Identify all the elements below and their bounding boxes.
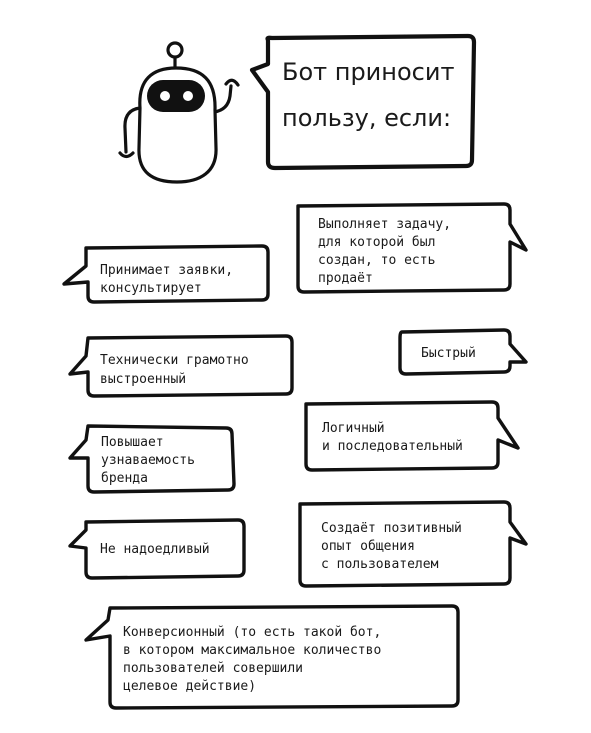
robot-left-arm xyxy=(118,106,142,159)
bubble-brand-line-1: Повышает xyxy=(101,435,164,450)
bubble-conversion-line-2: в котором максимальное количество xyxy=(123,643,381,658)
bubble-brand-line-3: бренда xyxy=(101,471,148,486)
bubble-consults: Принимает заявки, консультирует xyxy=(62,244,270,304)
bubble-conversion-outline xyxy=(84,604,460,710)
bubble-fast-line-1: Быстрый xyxy=(421,346,476,361)
bubble-sells-outline xyxy=(296,202,528,294)
robot-right-eye xyxy=(183,91,193,101)
bubble-sells-line-4: продаёт xyxy=(318,271,373,286)
robot-antenna-ball xyxy=(166,41,184,59)
bubble-consults-outline xyxy=(62,244,270,304)
robot-right-arm xyxy=(212,78,240,114)
robot-visor xyxy=(147,80,205,112)
bubble-conversion-line-4: целевое действие) xyxy=(123,679,256,694)
bubble-positive-line-1: Создаёт позитивный xyxy=(321,521,462,536)
bubble-sells-line-3: создан, то есть xyxy=(318,253,435,268)
bubble-positive-line-3: с пользователем xyxy=(321,557,439,572)
bubble-not-annoying-outline xyxy=(68,518,246,580)
bubble-logical: Логичный и последовательный xyxy=(304,400,520,472)
bubble-positive: Создаёт позитивный опыт общения с пользо… xyxy=(298,500,528,588)
bubble-technical-outline xyxy=(68,334,294,398)
title-line-1: Бот приносит xyxy=(282,58,454,86)
bubble-not-annoying-line-1: Не надоедливый xyxy=(100,542,210,557)
bubble-technical-line-1: Технически грамотно xyxy=(100,353,249,368)
bubble-brand-line-2: узнаваемость xyxy=(101,453,195,468)
bubble-logical-line-1: Логичный xyxy=(322,421,385,436)
robot-illustration xyxy=(118,41,240,184)
bubble-conversion-line-3: пользователей совершили xyxy=(123,661,303,676)
robot-left-eye xyxy=(160,91,170,101)
bubble-sells-line-1: Выполняет задачу, xyxy=(318,217,451,232)
title-bubble: Бот приносит пользу, если: xyxy=(249,33,477,171)
bubble-sells: Выполняет задачу, для которой был создан… xyxy=(296,202,528,294)
bubble-sells-line-2: для которой был xyxy=(318,235,435,250)
bubble-conversion-line-1: Конверсионный (то есть такой бот, xyxy=(123,625,381,640)
bubble-technical: Технически грамотно выстроенный xyxy=(68,334,294,398)
title-bubble-outline xyxy=(249,33,477,171)
bubble-technical-line-2: выстроенный xyxy=(100,372,186,387)
bubble-logical-outline xyxy=(304,400,520,472)
bubble-consults-line-2: консультирует xyxy=(100,281,202,296)
bubble-fast: Быстрый xyxy=(398,328,528,376)
bubble-logical-line-2: и последовательный xyxy=(322,439,463,454)
bubble-conversion: Конверсионный (то есть такой бот, в кото… xyxy=(84,604,460,710)
bubble-brand: Повышает узнаваемость бренда xyxy=(68,424,236,494)
bubble-not-annoying: Не надоедливый xyxy=(68,518,246,580)
bubble-brand-outline xyxy=(68,424,236,494)
bubble-positive-line-2: опыт общения xyxy=(321,539,415,554)
bubble-fast-outline xyxy=(398,328,528,376)
bubble-positive-outline xyxy=(298,500,528,588)
title-line-2: пользу, если: xyxy=(282,104,451,132)
bubble-consults-line-1: Принимает заявки, xyxy=(100,263,233,278)
